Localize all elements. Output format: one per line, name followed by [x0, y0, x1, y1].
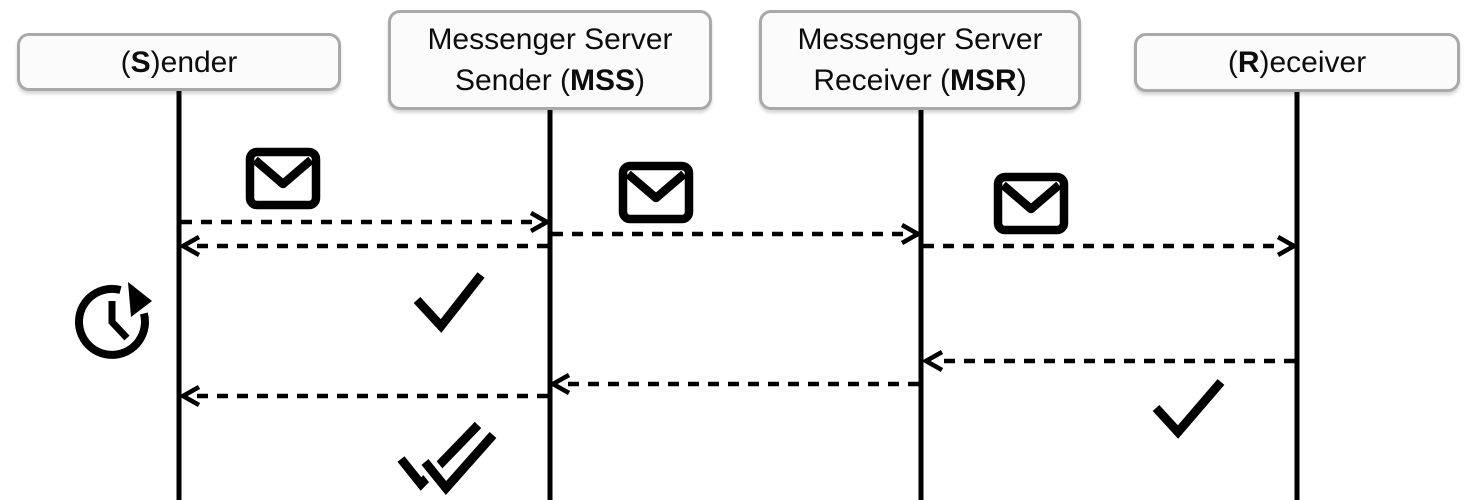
message-arrow-mss-to-msr	[552, 223, 923, 245]
message-arrow-mss-to-sender-delivered	[178, 385, 548, 407]
participant-box-sender: (S)ender	[17, 33, 341, 91]
participant-label: (S)ender	[120, 45, 238, 79]
envelope-icon	[618, 161, 694, 224]
message-arrow-msr-to-mss-ack	[548, 373, 919, 395]
single-check-icon	[413, 272, 485, 333]
clock-retry-icon	[74, 282, 152, 359]
envelope-icon	[245, 147, 321, 210]
participant-box-mss: Messenger Server Sender (MSS)	[388, 10, 712, 110]
participant-label: (R)eceiver	[1227, 46, 1367, 79]
message-arrow-msr-to-receiver	[923, 235, 1299, 257]
participant-label-line2: Sender (MSS)	[454, 64, 646, 97]
message-arrow-mss-to-sender-ack	[178, 235, 548, 257]
double-check-icon	[397, 421, 501, 500]
participant-label-line1: Messenger Server	[427, 23, 673, 56]
participant-box-msr: Messenger Server Receiver (MSR)	[759, 10, 1081, 110]
message-arrow-sender-to-mss	[181, 211, 552, 233]
message-arrow-receiver-to-msr-ack	[921, 350, 1295, 372]
single-check-icon	[1152, 379, 1225, 439]
envelope-icon	[993, 172, 1069, 235]
participant-box-receiver: (R)eceiver	[1134, 33, 1460, 92]
participant-label-line1: Messenger Server	[797, 23, 1043, 56]
participant-label-line2: Receiver (MSR)	[813, 64, 1027, 97]
